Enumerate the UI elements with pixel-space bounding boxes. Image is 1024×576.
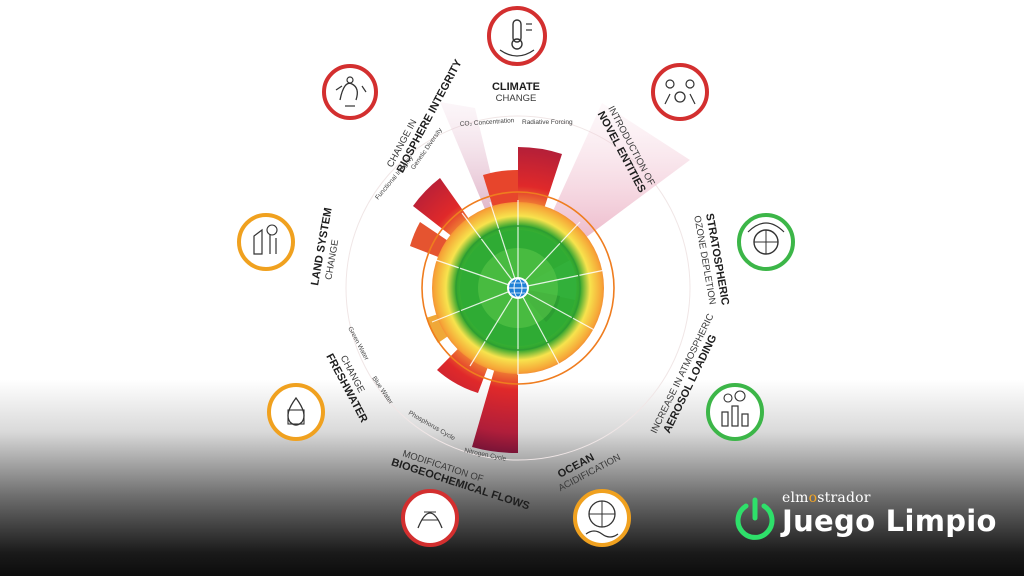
- co2-concentration-label: CO₂ Concentration: [460, 117, 515, 128]
- blue-water-label: Blue Water: [370, 375, 394, 406]
- aerosol-label-1: INCREASE IN ATMOSPHERIC: [649, 312, 717, 435]
- boundary-ring-orange: [421, 191, 615, 385]
- phosphorus-cycle-label: Phosphorus Cycle: [407, 410, 457, 443]
- radiative-forcing-label: Radiative Forcing: [522, 119, 573, 126]
- land-system-change-icon: [237, 213, 295, 271]
- freshwater-change-icon: [267, 383, 325, 441]
- climate-change-sublabel: CHANGE: [496, 93, 537, 104]
- globe-icon: [507, 277, 529, 299]
- segment-dividers: [429, 200, 606, 375]
- climate-change-label: CLIMATE: [492, 81, 540, 93]
- aerosol-loading-icon: [706, 383, 764, 441]
- outer-guide-ring: [345, 115, 691, 461]
- biogeochemical-flows-icon: [401, 489, 459, 547]
- climate-change-icon: [487, 6, 547, 66]
- ocean-acidification-icon: [573, 489, 631, 547]
- ozone-depletion-icon: [737, 213, 795, 271]
- brand-publisher: elmostrador: [782, 490, 871, 506]
- power-icon: [735, 497, 775, 540]
- boundary-ring-red: [455, 225, 581, 351]
- biosphere-integrity-icon: [322, 64, 378, 120]
- novel-entities-icon: [651, 63, 709, 121]
- brand-name: Juego Limpio: [782, 504, 997, 538]
- brand-logo: elmostrador Juego Limpio: [732, 490, 1012, 550]
